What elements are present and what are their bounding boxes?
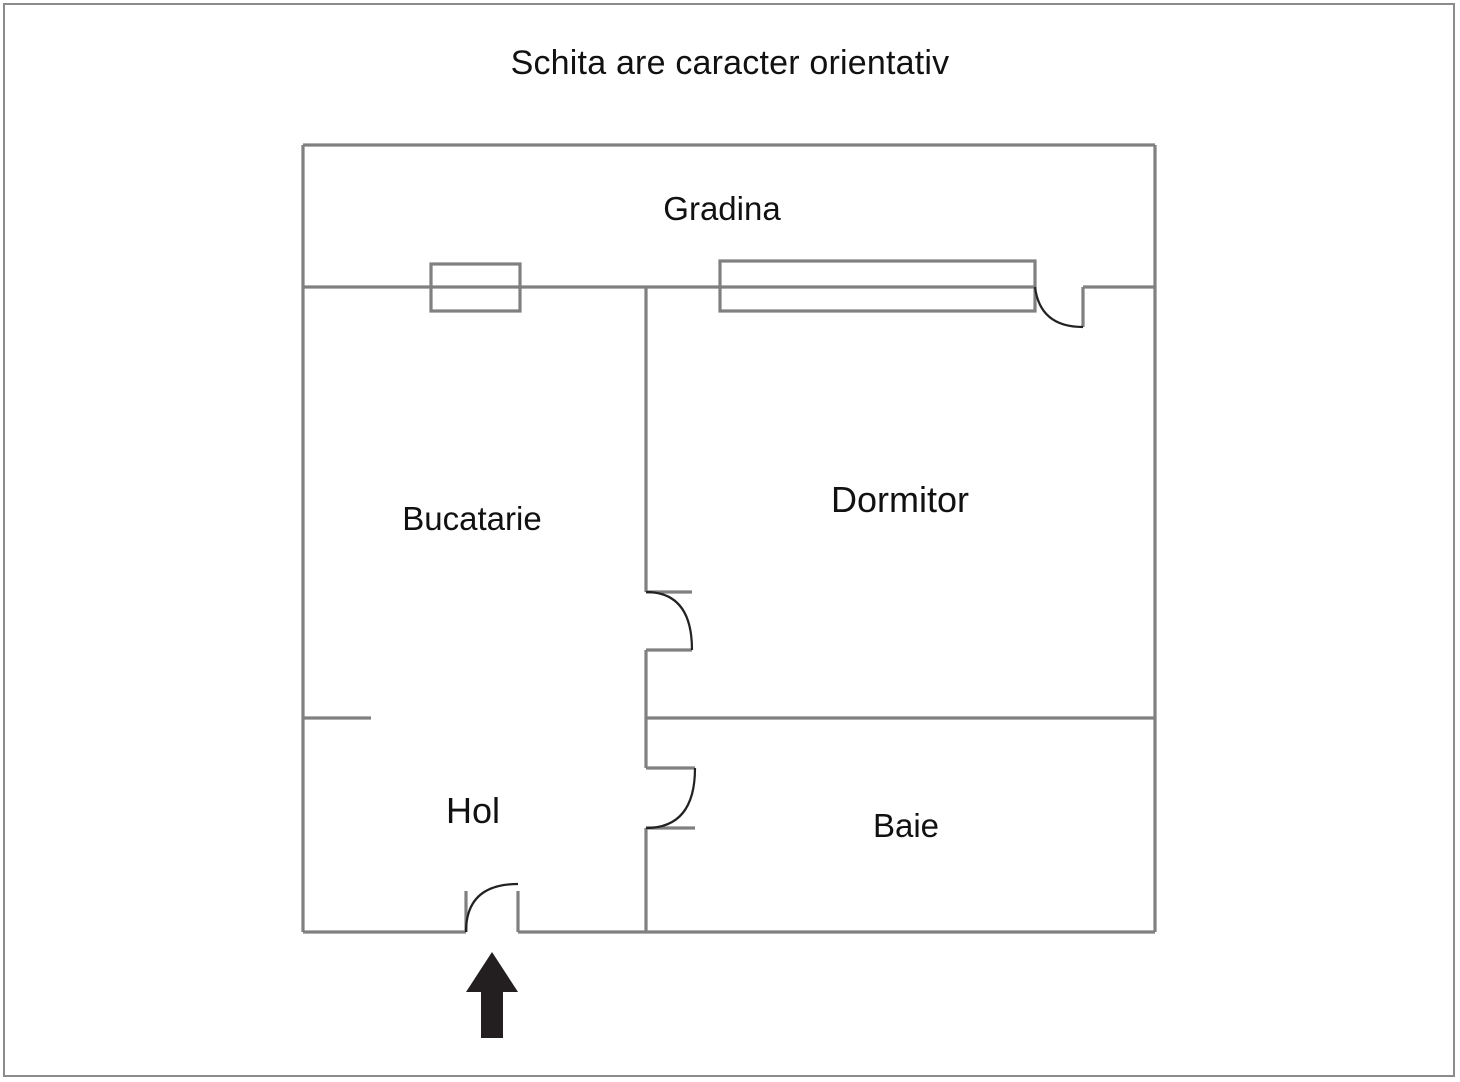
room-label-dormitor: Dormitor [830,479,970,520]
page-border [3,3,1455,1077]
entrance-door-arc [464,882,519,933]
kitchen-window [429,262,522,313]
page-title: Schita are caracter orientativ [510,44,950,82]
hall-bathroom-door-arc [645,767,697,830]
room-label-gradina: Gradina [663,190,781,227]
terrace-door-arc [1033,286,1084,329]
kitchen-bedroom-door-arc [645,590,694,651]
arrow-up-icon [466,952,518,1038]
room-label-hol: Hol [445,790,501,831]
room-label-bucatarie: Bucatarie [402,500,542,537]
room-label-baie: Baie [872,807,940,844]
entrance-arrow [466,952,518,1038]
terrace-window [718,259,1037,313]
